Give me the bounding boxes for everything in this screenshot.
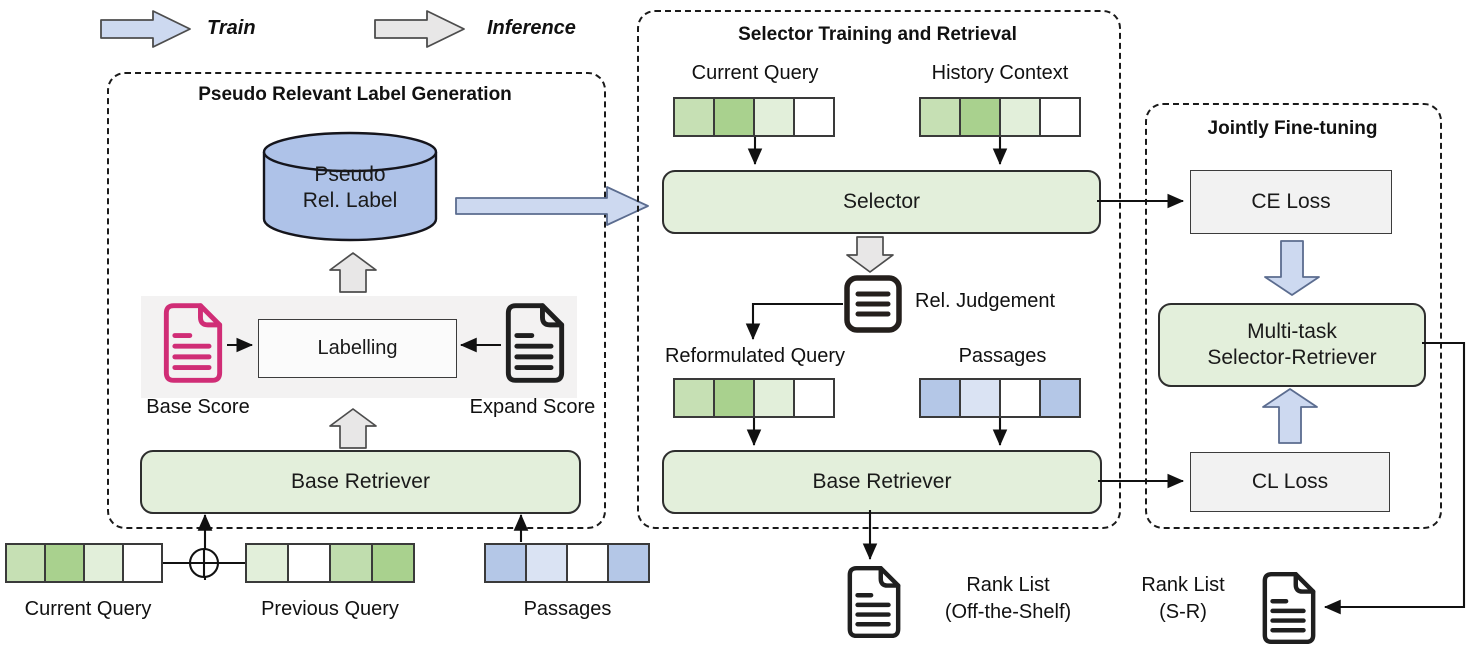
- embedding-cell: [675, 99, 715, 135]
- embedding-cell: [715, 99, 755, 135]
- previous-query-embedding-bar: [245, 543, 415, 583]
- pseudo-rel-label-database-icon: [262, 131, 438, 243]
- middle-panel-title: Selector Training and Retrieval: [738, 24, 1017, 45]
- legend-train-label: Train: [207, 17, 256, 39]
- embedding-cell: [1041, 380, 1079, 416]
- embedding-cell: [373, 545, 413, 581]
- embedding-cell: [795, 99, 833, 135]
- rank-list-ots-label: Rank List (Off-the-Shelf): [908, 572, 1108, 626]
- labelling-label: Labelling: [317, 337, 398, 359]
- embedding-cell: [961, 99, 1001, 135]
- up-arrow-icon: [329, 408, 377, 449]
- embedding-cell: [247, 545, 289, 581]
- embedding-cell: [289, 545, 331, 581]
- mid-passages-label: Passages: [958, 345, 1047, 367]
- multi-task-line2: Selector-Retriever: [1207, 346, 1377, 369]
- embedding-cell: [527, 545, 568, 581]
- expand-score-label: Expand Score: [469, 396, 596, 418]
- left-panel-title: Pseudo Relevant Label Generation: [198, 84, 512, 105]
- base-retriever-label: Base Retriever: [812, 470, 952, 493]
- pseudo-label-generation-panel: [107, 72, 606, 529]
- base-score-document-icon: [161, 301, 225, 385]
- rank-list-ots-document-icon: [845, 564, 903, 640]
- selector-box: Selector: [662, 170, 1101, 234]
- embedding-cell: [755, 99, 795, 135]
- expand-score-document-icon: [503, 301, 567, 385]
- mid-current-query-label: Current Query: [691, 62, 819, 84]
- cl-loss-label: CL Loss: [1251, 470, 1329, 493]
- rank-list-ots-line1: Rank List: [966, 574, 1050, 596]
- blue-up-arrow-icon: [1262, 388, 1318, 444]
- mid-history-context-embedding-bar: [919, 97, 1081, 137]
- rel-judgement-label: Rel. Judgement: [915, 290, 1056, 312]
- embedding-cell: [46, 545, 85, 581]
- rel-judgement-document-icon: [843, 274, 903, 334]
- current-query-embedding-bar: [5, 543, 163, 583]
- rank-list-ots-line2: (Off-the-Shelf): [944, 601, 1072, 623]
- legend-inference-label: Inference: [487, 17, 576, 39]
- embedding-cell: [568, 545, 609, 581]
- mid-current-query-embedding-bar: [673, 97, 835, 137]
- base-retriever-box-middle: Base Retriever: [662, 450, 1102, 514]
- embedding-cell: [331, 545, 373, 581]
- reformulated-query-label: Reformulated Query: [664, 345, 846, 367]
- passages-embedding-bar: [484, 543, 650, 583]
- embedding-cell: [1041, 99, 1079, 135]
- cl-loss-box: CL Loss: [1190, 452, 1390, 512]
- mid-passages-embedding-bar: [919, 378, 1081, 418]
- rank-list-sr-line2: (S-R): [1159, 601, 1207, 623]
- cylinder-label-line1: Pseudo: [314, 163, 386, 186]
- base-retriever-box-left: Base Retriever: [140, 450, 581, 514]
- inference-arrow-icon: [374, 10, 466, 48]
- rank-list-sr-line1: Rank List: [1141, 574, 1225, 596]
- embedding-cell: [921, 99, 961, 135]
- ce-loss-box: CE Loss: [1190, 170, 1392, 234]
- base-score-label: Base Score: [146, 396, 250, 418]
- selector-training-panel: [637, 10, 1121, 529]
- labelling-box: Labelling: [258, 319, 457, 378]
- embedding-cell: [1001, 99, 1041, 135]
- multi-task-selector-retriever-box: Multi-task Selector-Retriever: [1158, 303, 1426, 387]
- embedding-cell: [921, 380, 961, 416]
- embedding-cell: [795, 380, 833, 416]
- train-arrow-icon: [100, 10, 192, 48]
- train-flow-arrow-icon: [455, 186, 650, 226]
- reformulated-query-embedding-bar: [673, 378, 835, 418]
- base-retriever-label: Base Retriever: [291, 470, 430, 493]
- down-arrow-icon: [846, 236, 894, 273]
- embedding-cell: [609, 545, 648, 581]
- embedding-cell: [961, 380, 1001, 416]
- embedding-cell: [755, 380, 795, 416]
- up-arrow-icon: [329, 252, 377, 293]
- current-query-label: Current Query: [24, 598, 152, 620]
- cylinder-label: Pseudo Rel. Label: [262, 162, 438, 214]
- ce-loss-label: CE Loss: [1251, 190, 1331, 213]
- embedding-cell: [7, 545, 46, 581]
- previous-query-label: Previous Query: [261, 598, 399, 620]
- embedding-cell: [715, 380, 755, 416]
- embedding-cell: [675, 380, 715, 416]
- right-panel-title: Jointly Fine-tuning: [1207, 118, 1378, 139]
- selector-label: Selector: [842, 190, 921, 213]
- rank-list-sr-document-icon: [1260, 570, 1318, 646]
- embedding-cell: [124, 545, 161, 581]
- embedding-cell: [486, 545, 527, 581]
- embedding-cell: [1001, 380, 1041, 416]
- rank-list-sr-label: Rank List (S-R): [1118, 572, 1248, 626]
- mid-history-context-label: History Context: [931, 62, 1069, 84]
- embedding-cell: [85, 545, 124, 581]
- multi-task-line1: Multi-task: [1247, 320, 1337, 343]
- passages-label: Passages: [523, 598, 612, 620]
- blue-down-arrow-icon: [1264, 240, 1320, 296]
- cylinder-label-line2: Rel. Label: [302, 189, 398, 212]
- jointly-finetuning-panel: [1145, 103, 1442, 529]
